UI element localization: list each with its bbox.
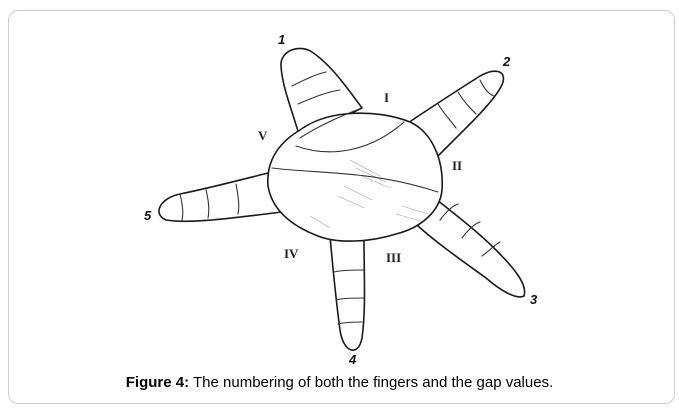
caption-label: Figure 4: [126, 374, 189, 391]
finger-number-4: 4 [349, 352, 356, 367]
gap-label-4: IV [284, 246, 298, 262]
gap-label-5: V [258, 128, 267, 144]
caption-text: The numbering of both the fingers and th… [193, 374, 553, 391]
finger-4 [330, 236, 365, 350]
finger-number-1: 1 [278, 32, 285, 47]
finger-number-5: 5 [144, 208, 151, 223]
gap-label-3: III [386, 250, 401, 266]
finger-5 [159, 172, 282, 221]
finger-number-2: 2 [503, 54, 510, 69]
starfish-hand-illustration [140, 28, 550, 363]
gap-label-2: II [452, 158, 462, 174]
palm [268, 113, 442, 241]
gap-label-1: I [384, 90, 389, 106]
finger-number-3: 3 [530, 292, 537, 307]
figure-caption: Figure 4: The numbering of both the fing… [0, 374, 679, 391]
